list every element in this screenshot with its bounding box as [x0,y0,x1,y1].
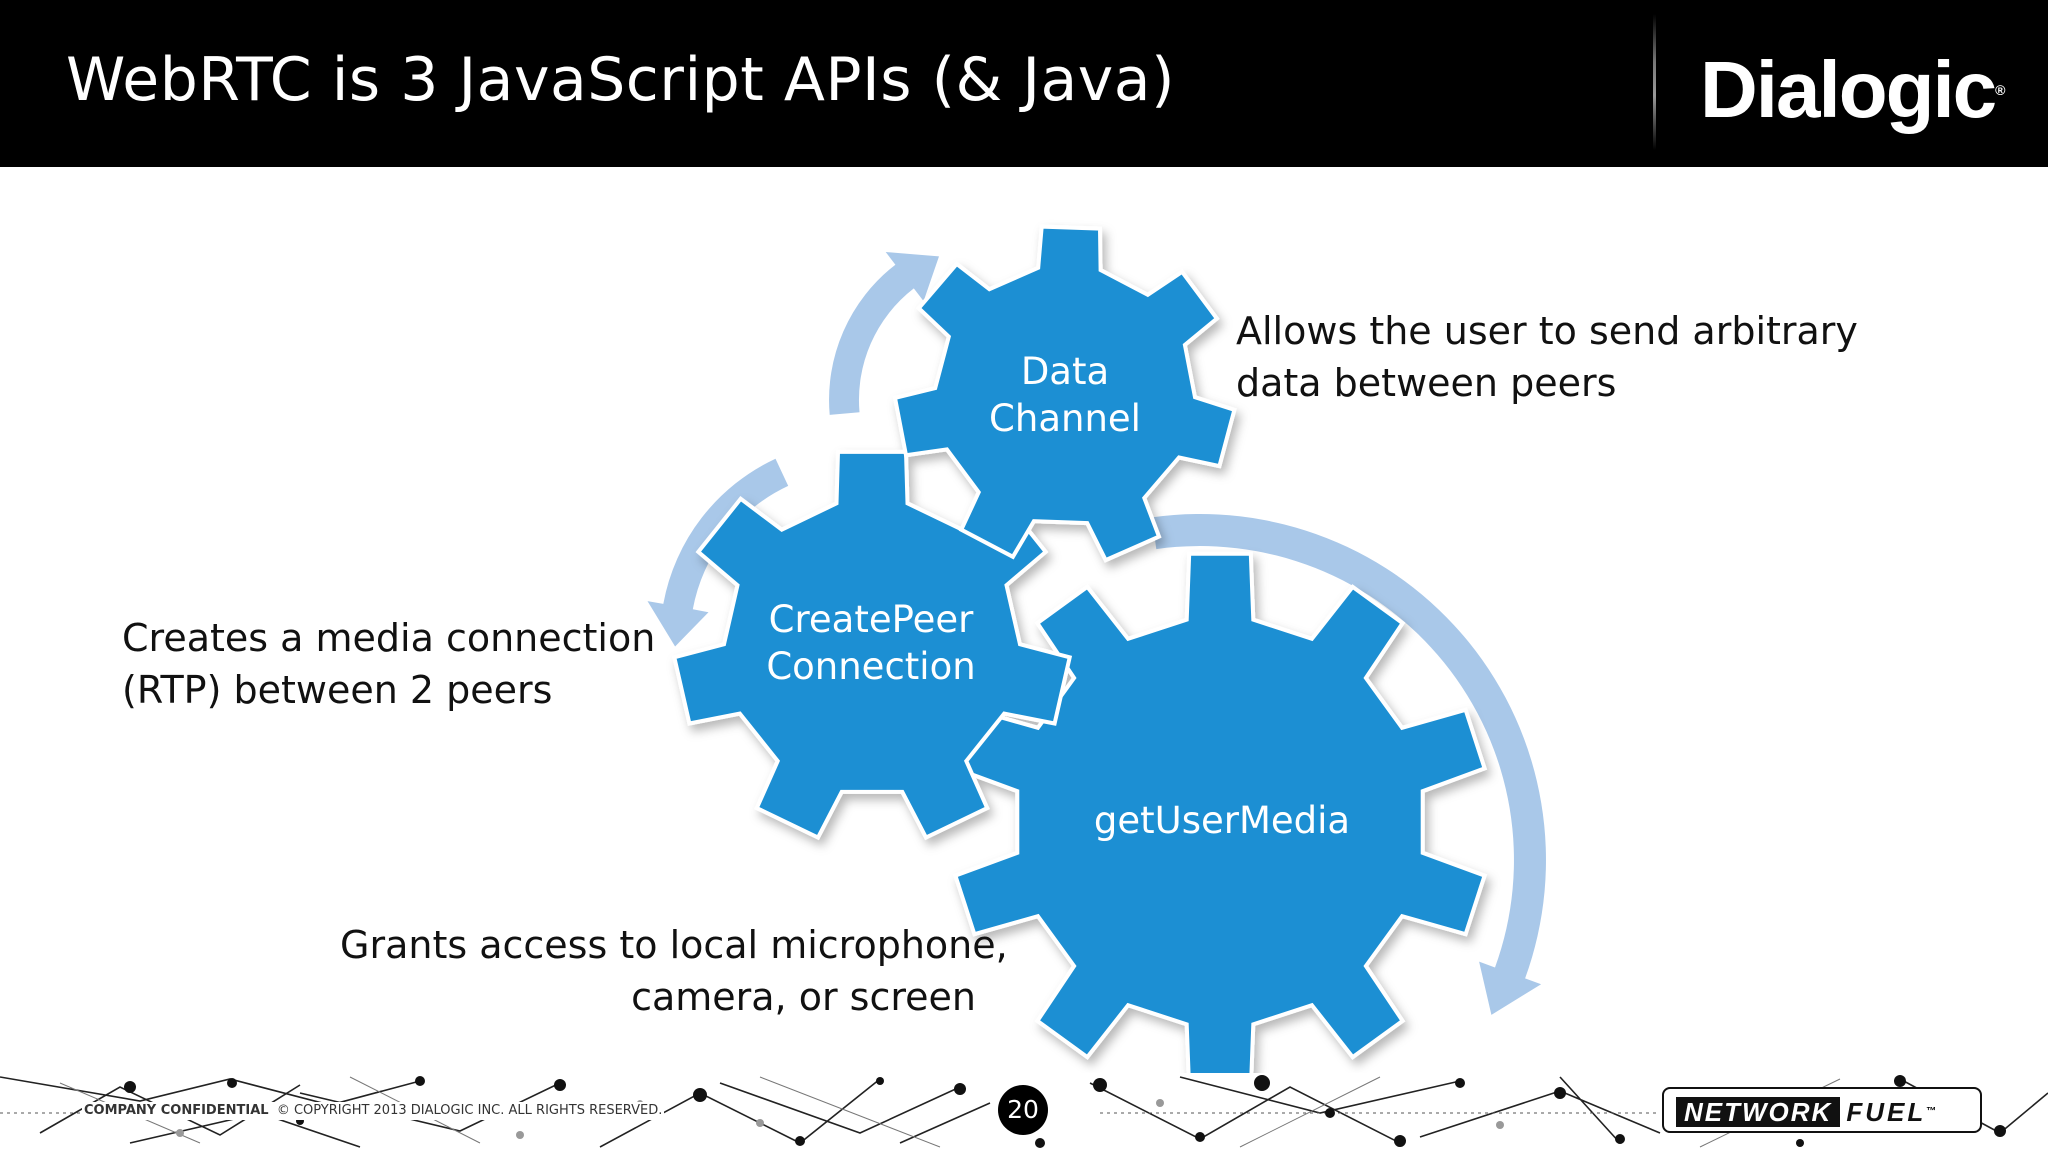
gear-label-line: CreatePeer [768,598,974,641]
gear-label-line: getUserMedia [1093,799,1351,842]
caption-datachannel: Allows the user to send arbitrary data b… [1236,305,1858,409]
dialogic-logo: Dialogic® [1700,40,2006,140]
gear-label-line: Connection [766,645,976,688]
slide-title: WebRTC is 3 JavaScript APIs (& Java) [66,45,1175,115]
caption-line: Allows the user to send arbitrary [1236,309,1858,353]
product-logo-part2: FUEL [1846,1097,1927,1127]
logo-registered-mark: ® [1995,82,2006,98]
gear-label-line: Data [1020,350,1110,393]
caption-line: (RTP) between 2 peers [122,668,553,712]
caption-line: Creates a media connection [122,616,656,660]
gears [671,224,1488,1093]
footer-copyright: COMPANY CONFIDENTIAL © COPYRIGHT 2013 DI… [82,1102,665,1120]
caption-line: data between peers [1236,361,1617,405]
caption-line: camera, or screen [631,975,976,1019]
gear-label-getusermedia: getUserMedia [1062,797,1382,844]
caption-line: Grants access to local microphone, [340,923,1008,967]
caption-getusermedia: Grants access to local microphone, camer… [340,919,1008,1023]
product-logo-tm: ™ [1926,1106,1937,1117]
footer-bar: COMPANY CONFIDENTIAL © COPYRIGHT 2013 DI… [0,1073,2048,1152]
header-divider [1653,14,1656,150]
footer-confidential: COMPANY CONFIDENTIAL [84,1103,269,1118]
caption-peerconnection: Creates a media connection (RTP) between… [122,612,655,716]
arrow-around-getusermedia [1151,514,1546,1015]
gear-label-datachannel: Data Channel [920,348,1210,442]
footer-copyright-text: © COPYRIGHT 2013 DIALOGIC INC. ALL RIGHT… [276,1103,663,1118]
product-logo-part1: NETWORK [1676,1097,1841,1127]
gear-label-line: Channel [989,397,1141,440]
gear-label-createpeerconnection: CreatePeer Connection [716,596,1026,690]
gear-datachannel [892,224,1237,563]
page-number: 20 [998,1085,1048,1135]
logo-text: Dialogic [1700,45,1997,134]
header-bar: WebRTC is 3 JavaScript APIs (& Java) Dia… [0,0,2048,167]
arrow-peer-to-datachannel [829,252,939,415]
